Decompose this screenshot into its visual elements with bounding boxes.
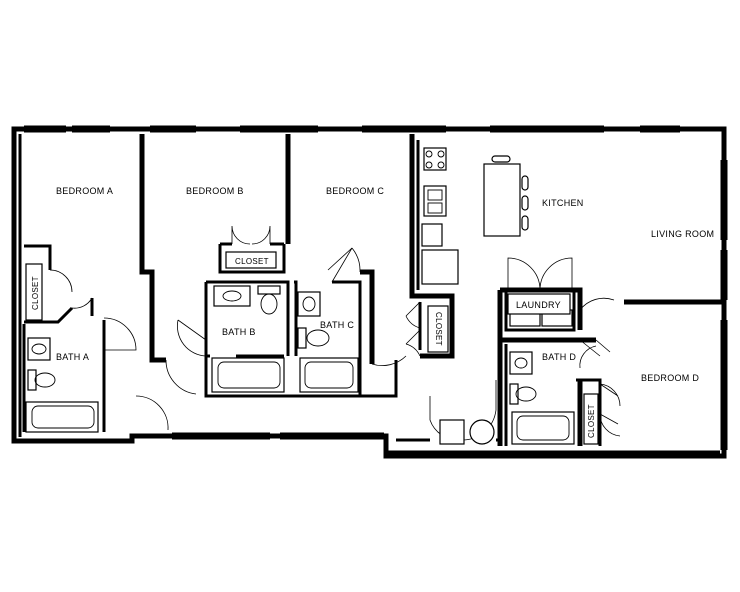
label-bedroom-b: BEDROOM B bbox=[186, 186, 244, 196]
dishwasher bbox=[421, 223, 443, 247]
tub-bath-b bbox=[211, 357, 285, 393]
range bbox=[423, 147, 447, 171]
toilet-bath-b bbox=[257, 285, 281, 295]
label-bedroom-c: BEDROOM C bbox=[326, 186, 384, 196]
water-heater bbox=[469, 419, 495, 445]
label-laundry: LAUNDRY bbox=[516, 300, 561, 310]
kitchen-island bbox=[483, 163, 521, 237]
sink-bath-b bbox=[213, 285, 251, 307]
toilet-bath-d bbox=[509, 383, 519, 405]
door-swings bbox=[49, 225, 621, 441]
tub-bath-d bbox=[511, 411, 575, 445]
interior-walls bbox=[22, 134, 724, 446]
label-bath-c: BATH C bbox=[320, 320, 354, 330]
label-closet-d: CLOSET bbox=[587, 404, 596, 438]
kitchen-sink bbox=[423, 185, 447, 217]
label-kitchen: KITCHEN bbox=[542, 198, 584, 208]
label-bedroom-a: BEDROOM A bbox=[56, 186, 113, 196]
label-bath-a: BATH A bbox=[56, 352, 89, 362]
toilet-bath-c bbox=[297, 327, 307, 349]
label-closet-b: CLOSET bbox=[235, 257, 269, 266]
tub-bath-c bbox=[299, 357, 359, 393]
room-labels: BEDROOM A BEDROOM B BEDROOM C KITCHEN LI… bbox=[25, 186, 714, 445]
refrigerator bbox=[421, 249, 459, 285]
hall-storage bbox=[439, 419, 465, 445]
sink-bath-d bbox=[509, 351, 533, 375]
label-living-room: LIVING ROOM bbox=[651, 229, 714, 239]
label-closet-c: CLOSET bbox=[434, 312, 443, 346]
label-bath-d: BATH D bbox=[542, 352, 576, 362]
sink-bath-c bbox=[297, 291, 321, 317]
toilet-bath-a bbox=[27, 369, 37, 391]
exterior-walls bbox=[11, 126, 727, 459]
fixtures bbox=[25, 147, 575, 445]
sink-bath-a bbox=[27, 337, 51, 361]
label-bath-b: BATH B bbox=[222, 327, 256, 337]
label-bedroom-d: BEDROOM D bbox=[641, 373, 699, 383]
tub-bath-a bbox=[25, 401, 99, 433]
windows bbox=[24, 125, 728, 450]
label-closet-a: CLOSET bbox=[31, 276, 40, 310]
